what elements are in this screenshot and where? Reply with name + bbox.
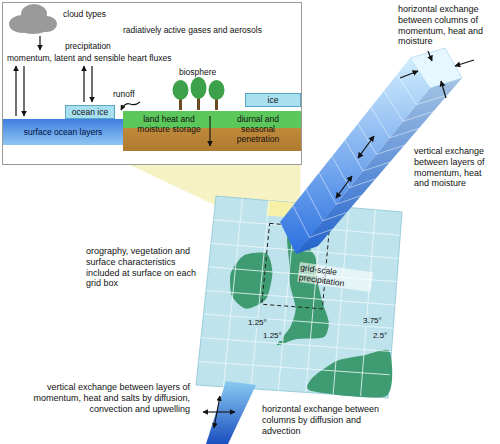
arrow-line [209,116,210,146]
art-part [18,22,48,34]
precipitation-arrow [39,36,40,50]
art-part [441,81,446,98]
cloud-icon [9,4,57,34]
grid-line [204,314,394,328]
atmosphere-column-left [280,58,430,254]
art-part [23,66,24,116]
layer-line [371,107,419,138]
runoff-arrow [121,102,140,110]
annotation-label: 1.25° [247,318,268,328]
node-text: biosphere [179,67,216,77]
annotation-label: vertical exchange between layers of mome… [30,382,190,414]
layer-line [306,189,347,221]
annotation-label: orography, vegetation and surface charac… [86,246,202,289]
layer-line [332,156,376,187]
art-part [91,66,92,102]
art-part [455,60,474,66]
annotation-label: vertical exchange between layers of mome… [414,146,496,189]
atmosphere-column-top [410,48,462,88]
art-part [209,80,225,100]
inset-panel: ocean ice ice surface ocean layers land hea… [2,2,302,165]
annotation-label: horizontal exchange between columns by d… [262,404,392,436]
annotation-label: 3.75° [362,316,383,326]
art-part [428,51,432,61]
node-text: surface ocean layers [22,127,104,137]
annotation-label: 2.5° [372,331,388,341]
layer-line [397,74,448,104]
node-text: momentum, latent and sensible heart flux… [7,53,171,63]
node-text: ocean ice [70,107,110,117]
art-part [191,77,207,99]
node-text: runoff [113,89,135,99]
layer-line [358,124,404,155]
layer-line [293,206,332,238]
grid-line [199,361,390,374]
art-part [336,176,352,198]
land-shape [307,350,392,398]
node-text: precipitation [65,41,111,51]
grid-line [201,338,392,352]
ice-box: ice [245,93,301,107]
biosphere-trees [173,77,225,110]
art-part [83,66,84,102]
art-part [358,136,374,158]
art-part [173,80,189,100]
node-text: land heat and moisture storage [137,114,201,134]
art-part [203,411,235,412]
ocean-band: surface ocean layers [3,119,123,145]
node-text: radiatively active gases and aerosols [123,25,262,35]
grid-line [206,291,395,306]
land-band: land heat and moisture storage diurnal an… [123,111,301,151]
node-text: diurnal and seasonal penetration [219,114,297,145]
annotation-label: horizontal exchange between columns of m… [398,4,496,47]
ocean-exchange-arrows [203,396,235,428]
layer-line [384,91,433,121]
inset-ground [2,2,302,165]
annotation-label: 1.25° [262,331,283,341]
node-text: cloud types [63,9,106,19]
art-part [15,66,16,116]
art-part [400,71,418,78]
ocean-ice-box: ocean ice [65,105,115,119]
layer-line [319,173,361,204]
node-text: ice [266,95,281,105]
